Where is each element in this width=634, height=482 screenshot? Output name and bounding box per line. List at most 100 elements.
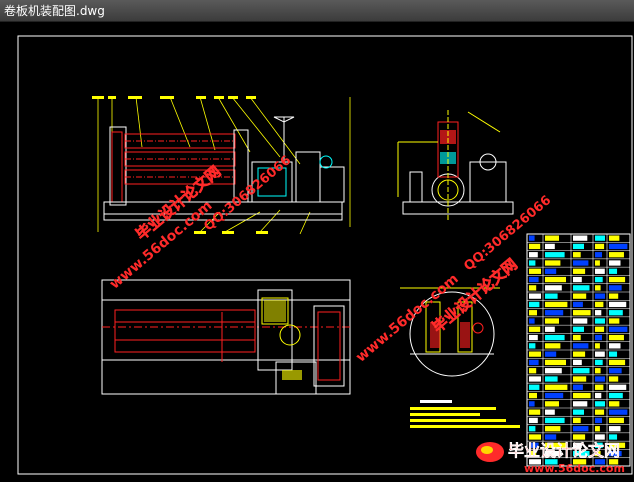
table-cell-text bbox=[545, 392, 564, 399]
window-title: 卷板机装配图.dwg bbox=[4, 4, 105, 18]
table-cell-text bbox=[545, 434, 557, 440]
table-cell-text bbox=[545, 426, 561, 432]
table-cell-text bbox=[573, 442, 582, 448]
table-cell-text bbox=[595, 260, 600, 266]
table-cell-text bbox=[529, 392, 537, 399]
footer-site-url: www.56doc.com bbox=[524, 462, 625, 475]
window-title-bar: 卷板机装配图.dwg bbox=[0, 0, 634, 22]
table-cell-text bbox=[573, 351, 586, 357]
table-cell-text bbox=[609, 260, 621, 266]
table-cell-text bbox=[545, 384, 568, 390]
table-cell-text bbox=[529, 326, 541, 332]
table-cell-text bbox=[529, 252, 538, 258]
table-cell-text bbox=[595, 359, 603, 366]
table-cell-text bbox=[573, 343, 589, 349]
top-view bbox=[101, 279, 351, 395]
table-cell-text bbox=[529, 276, 539, 283]
table-cell-text bbox=[609, 318, 620, 324]
table-cell-text bbox=[609, 459, 619, 465]
table-cell-text bbox=[595, 409, 605, 415]
table-cell-text bbox=[573, 235, 588, 241]
table-cell-text bbox=[573, 260, 589, 266]
table-cell-text bbox=[529, 334, 538, 341]
table-cell-text bbox=[573, 409, 584, 415]
table-cell-text bbox=[595, 285, 601, 291]
table-cell-text bbox=[609, 417, 624, 424]
front-view bbox=[92, 96, 351, 235]
table-cell-text bbox=[529, 351, 541, 357]
table-cell-text bbox=[595, 318, 605, 324]
table-cell-text bbox=[529, 368, 537, 374]
table-cell-text bbox=[529, 343, 536, 349]
table-cell-text bbox=[609, 434, 618, 440]
footer-site-name: 毕业设计论文网 bbox=[508, 441, 620, 460]
table-cell-text bbox=[529, 293, 541, 299]
parts-list-table bbox=[526, 233, 631, 467]
table-cell-text bbox=[609, 252, 624, 258]
table-cell-text bbox=[545, 310, 564, 316]
front-view-leader-dots bbox=[92, 96, 268, 234]
table-cell-text bbox=[573, 368, 590, 374]
table-cell-text bbox=[545, 359, 566, 366]
drawing-canvas[interactable]: www.56doc.com 毕业设计论文网 QQ:306826066 www.5… bbox=[0, 22, 634, 478]
table-cell-text bbox=[545, 260, 561, 266]
table-cell-text bbox=[545, 301, 568, 308]
table-cell-text bbox=[573, 450, 590, 457]
table-cell-text bbox=[573, 310, 591, 316]
table-cell-text bbox=[573, 426, 589, 432]
table-cell-text bbox=[545, 318, 559, 324]
table-cell-text bbox=[609, 392, 623, 399]
table-cell-text bbox=[609, 343, 621, 349]
table-cell-text bbox=[573, 459, 587, 465]
table-cell-text bbox=[609, 276, 626, 283]
table-cell-text bbox=[573, 401, 588, 407]
table-cell-text bbox=[609, 243, 628, 250]
table-cell-text bbox=[529, 376, 541, 382]
table-cell-text bbox=[545, 417, 565, 424]
table-cell-text bbox=[609, 368, 622, 374]
table-cell-text bbox=[595, 276, 603, 283]
table-cell-text bbox=[573, 434, 586, 440]
table-cell-text bbox=[609, 384, 627, 390]
table-cell-text bbox=[529, 318, 535, 324]
table-cell-text bbox=[545, 326, 555, 332]
table-cell-text bbox=[595, 310, 602, 316]
table-cell-text bbox=[609, 409, 628, 415]
table-cell-text bbox=[545, 334, 565, 341]
table-cell-text bbox=[573, 276, 582, 283]
table-cell-text bbox=[529, 310, 537, 316]
table-cell-text bbox=[529, 450, 537, 457]
table-cell-text bbox=[609, 301, 627, 308]
table-cell-text bbox=[609, 426, 621, 432]
table-cell-text bbox=[573, 285, 590, 291]
section-detail bbox=[400, 287, 500, 377]
table-cell-text bbox=[529, 434, 541, 440]
table-cell-text bbox=[545, 459, 558, 465]
table-cell-text bbox=[573, 252, 581, 258]
table-cell-text bbox=[545, 401, 559, 407]
table-cell-text bbox=[573, 334, 581, 341]
table-cell-text bbox=[529, 384, 540, 390]
table-cell-text bbox=[529, 409, 541, 415]
table-cell-text bbox=[529, 235, 535, 241]
table-cell-text bbox=[609, 310, 623, 316]
table-cell-text bbox=[545, 409, 555, 415]
table-cell-text bbox=[573, 293, 587, 299]
table-cell-text bbox=[595, 268, 605, 274]
drawing-border bbox=[17, 35, 633, 475]
table-cell-text bbox=[595, 450, 601, 457]
table-cell-text bbox=[545, 450, 562, 457]
table-cell-text bbox=[573, 392, 591, 399]
table-cell-text bbox=[595, 301, 604, 308]
table-cell-text bbox=[573, 417, 581, 424]
technical-requirements bbox=[410, 400, 520, 428]
side-view bbox=[397, 110, 514, 222]
table-cell-text bbox=[529, 285, 537, 291]
table-cell-text bbox=[609, 268, 618, 274]
table-cell-text bbox=[529, 359, 539, 366]
table-cell-text bbox=[573, 376, 587, 382]
table-cell-text bbox=[545, 243, 555, 250]
table-cell-text bbox=[595, 401, 605, 407]
table-cell-text bbox=[595, 343, 600, 349]
table-cell-text bbox=[545, 293, 558, 299]
